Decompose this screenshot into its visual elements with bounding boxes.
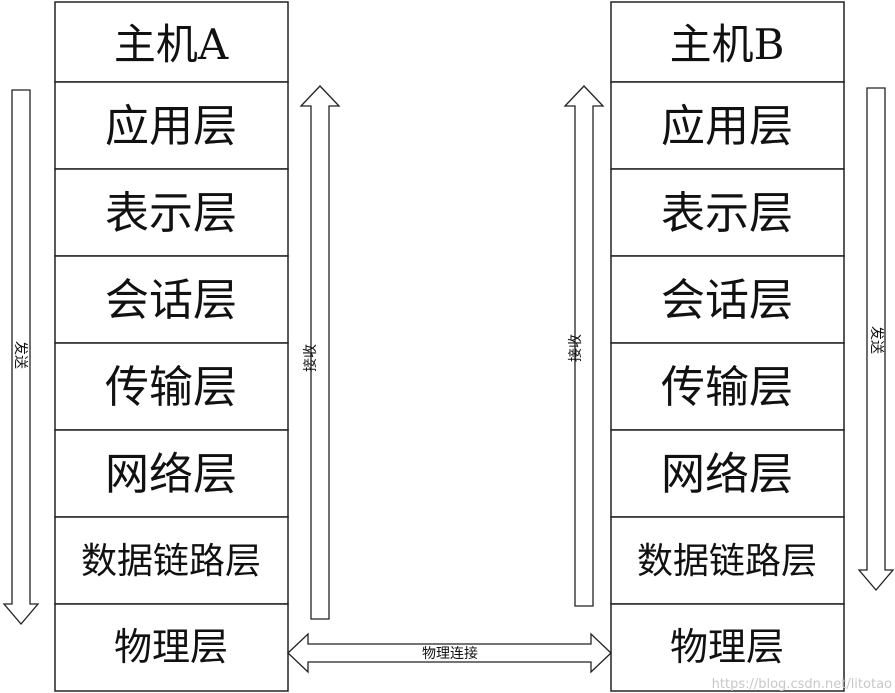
host-b-receive-arrow: 接收: [563, 85, 605, 607]
host-a-presentation-layer: 表示层: [105, 188, 237, 239]
host-a-application-layer: 应用层: [105, 101, 237, 152]
physical-link-label: 物理连接: [422, 645, 478, 662]
host-a-receive-arrow: 接收: [299, 85, 341, 620]
host-b-network-cell: [610, 429, 845, 518]
host-b-datalink-cell: [610, 516, 845, 605]
host-a-physical-layer: 物理层: [114, 625, 228, 669]
host-b-transport-layer: 传输层: [661, 362, 793, 413]
host-a-session-layer: 会话层: [105, 275, 237, 326]
watermark: https://blog.csdn.net/litotao: [712, 677, 892, 692]
host-b-presentation-cell: [610, 168, 845, 257]
host-b-presentation-layer: 表示层: [661, 188, 793, 239]
host-b-session-cell: [610, 255, 845, 344]
host-a-network-cell: [54, 429, 289, 518]
host-b-send-label: 发送: [868, 326, 884, 354]
double-arrow-icon: [287, 632, 612, 674]
host-b-application-layer: 应用层: [661, 101, 793, 152]
down-arrow-icon: [857, 87, 895, 592]
host-b-physical-cell: [610, 603, 845, 692]
host-a-stack: 主机A 应用层 表示层 会话层 传输层 网络层 数据链路层 物理层: [54, 1, 289, 692]
host-a-presentation-cell: [54, 168, 289, 257]
host-a-transport-layer: 传输层: [105, 362, 237, 413]
host-a-network-layer: 网络层: [105, 449, 237, 500]
host-b-stack: 主机B 应用层 表示层 会话层 传输层 网络层 数据链路层 物理层: [610, 1, 845, 692]
host-a-title-cell: [54, 1, 289, 83]
host-b-receive-label: 接收: [567, 334, 584, 362]
host-b-session-layer: 会话层: [661, 275, 793, 326]
host-a-send-label: 发送: [12, 341, 28, 369]
host-b-title: 主机B: [670, 20, 785, 69]
host-a-application-cell: [54, 81, 289, 170]
host-b-datalink-layer: 数据链路层: [637, 541, 817, 582]
host-a-physical-cell: [54, 603, 289, 692]
host-b-network-layer: 网络层: [661, 449, 793, 500]
down-arrow-icon: [2, 89, 40, 626]
up-arrow-icon: [299, 85, 341, 620]
host-a-datalink-layer: 数据链路层: [81, 541, 261, 582]
physical-link-arrow: 物理连接: [287, 632, 612, 674]
host-b-transport-cell: [610, 342, 845, 431]
host-a-transport-cell: [54, 342, 289, 431]
up-arrow-icon: [563, 85, 605, 607]
host-b-application-cell: [610, 81, 845, 170]
host-a-send-arrow: 发送: [2, 89, 40, 626]
host-a-session-cell: [54, 255, 289, 344]
host-a-title: 主机A: [114, 20, 229, 69]
host-a-receive-label: 接收: [302, 344, 319, 372]
host-b-send-arrow: 发送: [857, 87, 895, 592]
host-b-physical-layer: 物理层: [670, 625, 784, 669]
